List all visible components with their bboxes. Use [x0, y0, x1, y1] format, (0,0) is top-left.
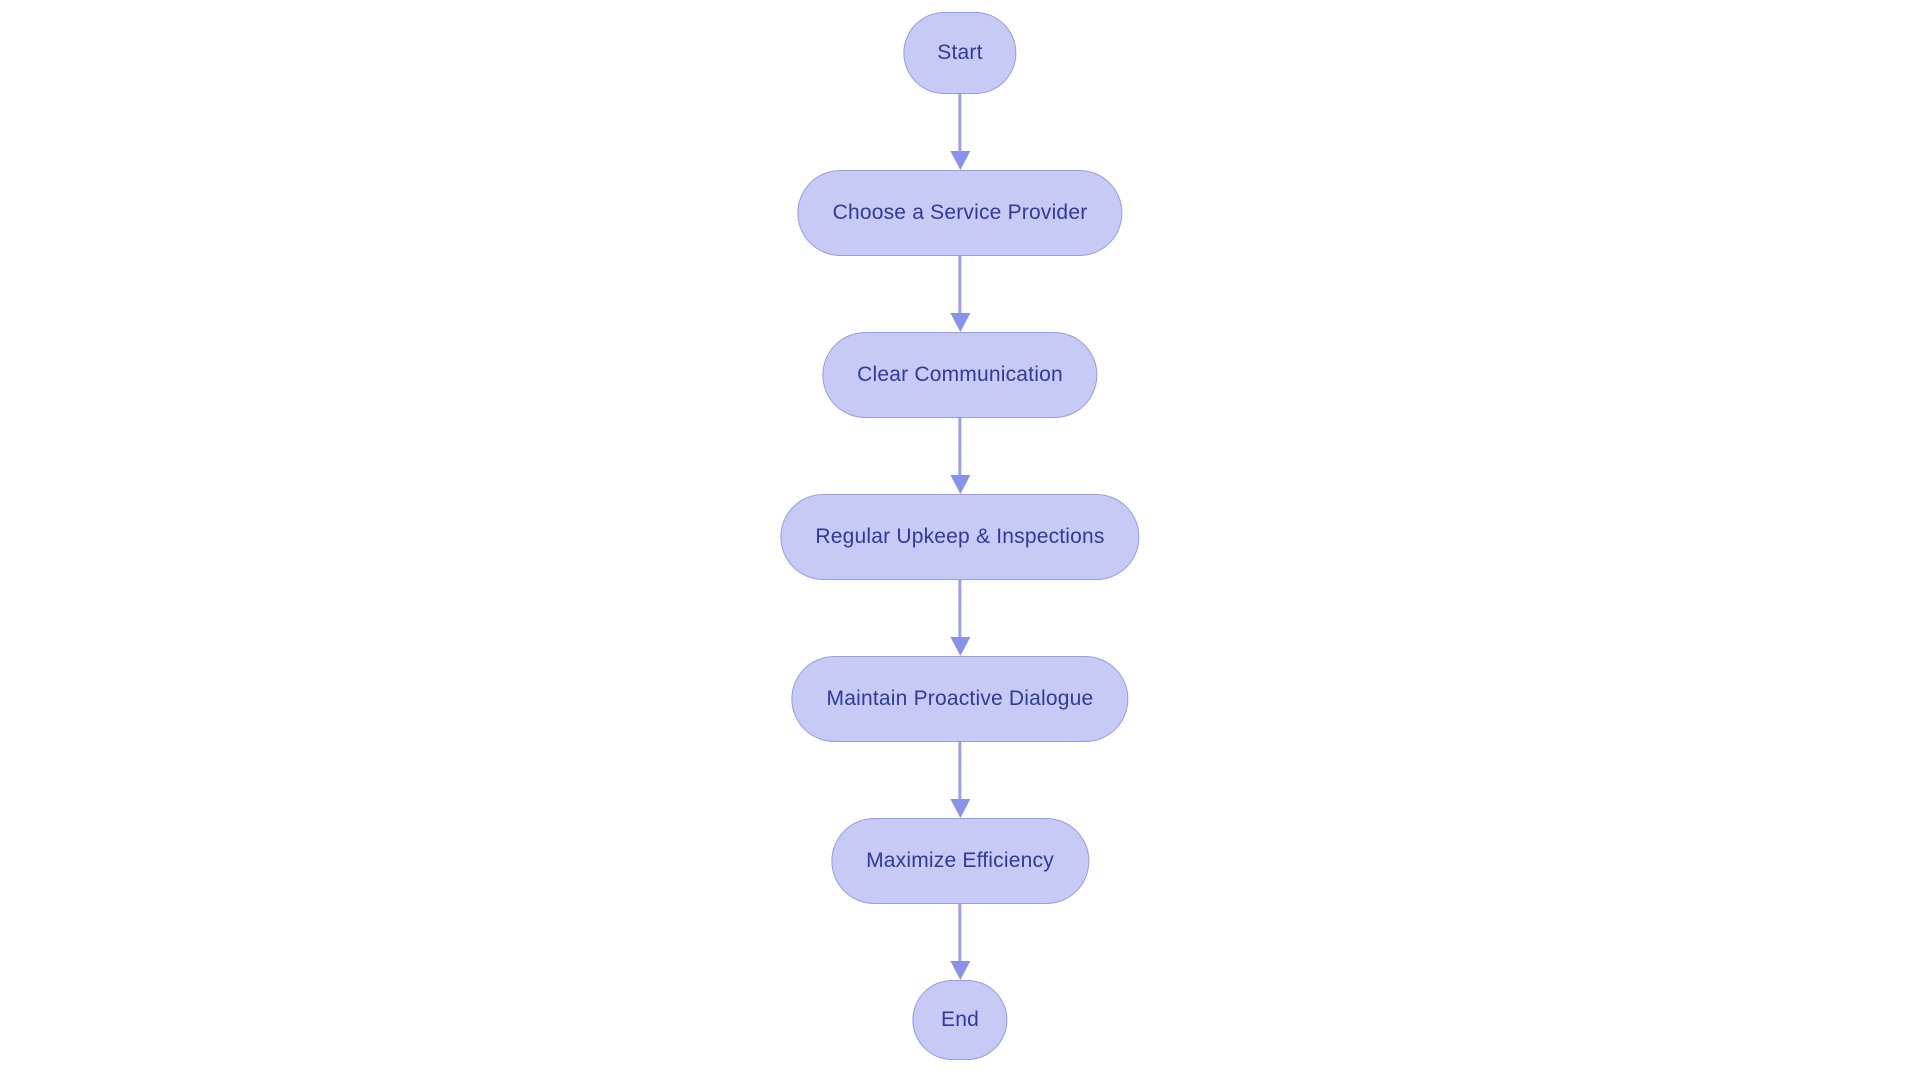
connector-maximize-to-end [949, 904, 970, 980]
connector-line [958, 418, 962, 475]
connector-line [958, 256, 962, 313]
connector-line [958, 580, 962, 637]
flow-node-maintain-proactive-dialogue: Maintain Proactive Dialogue [791, 656, 1129, 742]
connector-line [958, 94, 962, 151]
flow-node-regular-upkeep-inspections: Regular Upkeep & Inspections [780, 494, 1140, 580]
connector-line [958, 742, 962, 799]
flowchart-column: Start Choose a Service Provider Clear Co… [780, 12, 1140, 1060]
connector-choose-to-communication [949, 256, 970, 332]
arrow-down-icon [949, 313, 970, 332]
connector-communication-to-upkeep [949, 418, 970, 494]
arrow-down-icon [949, 799, 970, 818]
connector-line [958, 904, 962, 961]
connector-dialogue-to-maximize [949, 742, 970, 818]
arrow-down-icon [949, 637, 970, 656]
arrow-down-icon [949, 961, 970, 980]
flow-node-end: End [912, 980, 1008, 1060]
flow-node-choose-service-provider: Choose a Service Provider [797, 170, 1123, 256]
connector-upkeep-to-dialogue [949, 580, 970, 656]
flow-node-start: Start [903, 12, 1017, 94]
flow-node-clear-communication: Clear Communication [822, 332, 1098, 418]
flow-node-maximize-efficiency: Maximize Efficiency [831, 818, 1089, 904]
connector-start-to-choose [949, 94, 970, 170]
arrow-down-icon [949, 151, 970, 170]
arrow-down-icon [949, 475, 970, 494]
